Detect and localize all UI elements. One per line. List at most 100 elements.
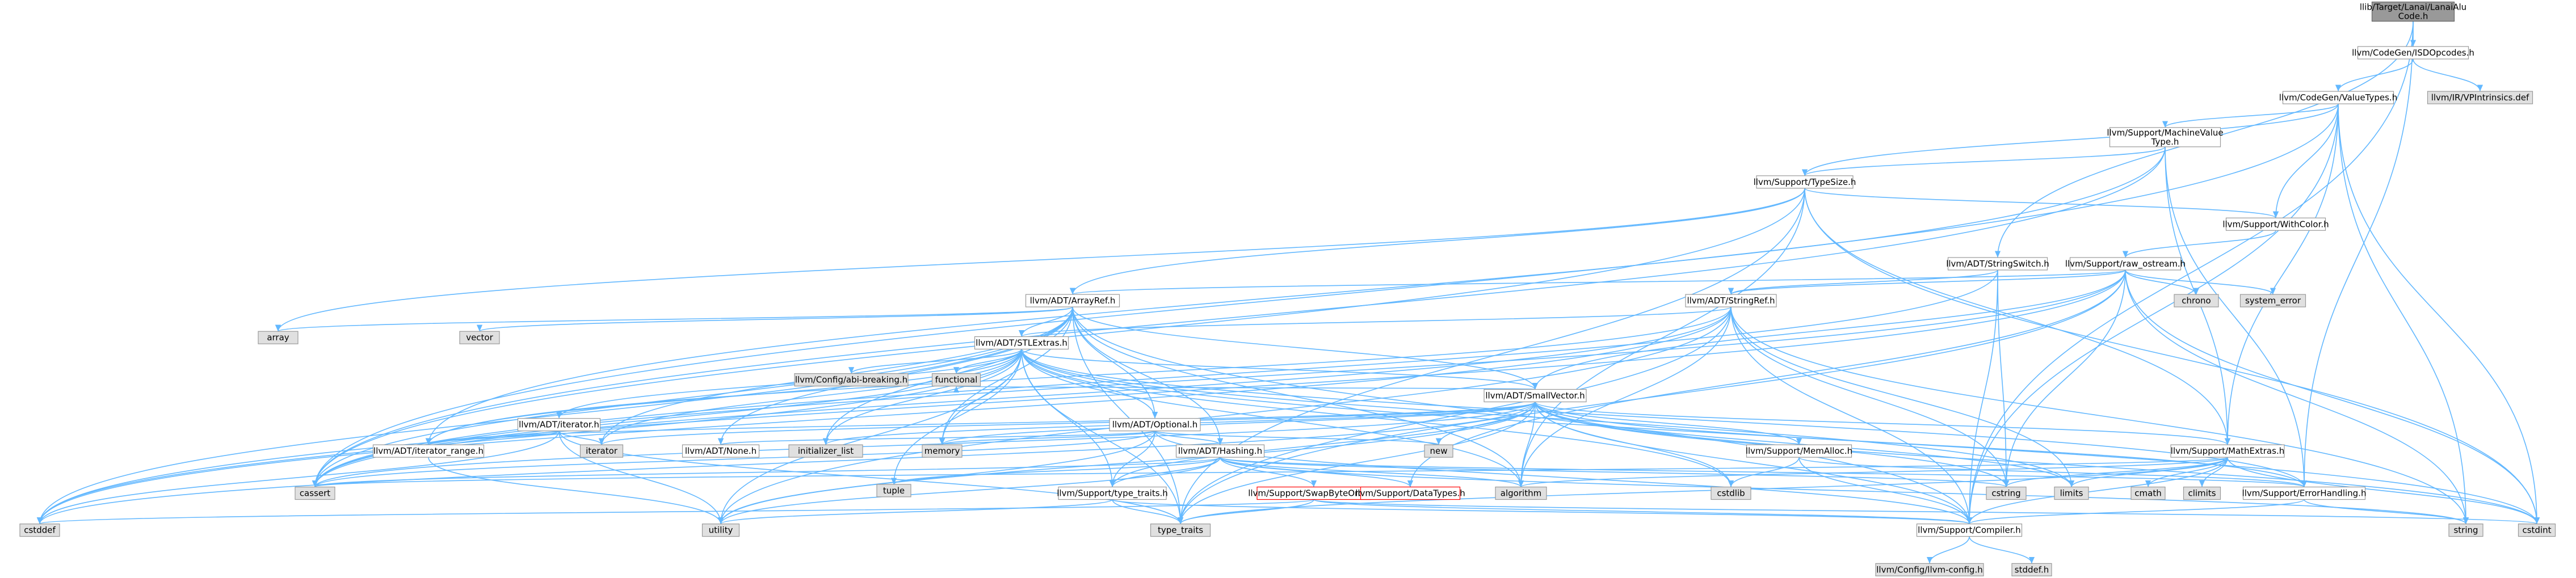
node-label: llvm/ADT/StringSwitch.h — [1946, 259, 2049, 269]
node-iteratorh[interactable]: llvm/ADT/iterator.h — [517, 418, 601, 432]
node-swapbyteorder[interactable]: llvm/Support/SwapByteOrder.h — [1248, 486, 1380, 500]
node-box — [2282, 91, 2394, 104]
node-box — [1685, 294, 1777, 307]
node-stlextras[interactable]: llvm/ADT/STLExtras.h — [974, 336, 1069, 350]
edge-isdopcodes-to-valuetypes — [2335, 58, 2414, 92]
edge-stringswitch-to-cstring — [1997, 269, 2010, 487]
node-raw_ostream[interactable]: llvm/Support/raw_ostream.h — [2065, 257, 2186, 271]
node-box — [2448, 524, 2483, 537]
node-box — [2109, 127, 2221, 147]
node-label: system_error — [2245, 296, 2301, 306]
edge-stlextras-to-iteratorh — [556, 349, 1022, 419]
node-iterator_range[interactable]: llvm/ADT/iterator_range.h — [372, 444, 485, 458]
edge-optional-to-typetraitsllvm — [1109, 431, 1155, 487]
node-label: cstddef — [24, 525, 56, 535]
node-typesize[interactable]: llvm/Support/TypeSize.h — [1754, 175, 1856, 189]
node-vector: vector — [459, 331, 500, 344]
node-label: llvm/CodeGen/ISDOpcodes.h — [2352, 48, 2474, 58]
node-memalloc[interactable]: llvm/Support/MemAlloc.h — [1746, 444, 1852, 458]
node-mathextras[interactable]: llvm/Support/MathExtras.h — [2170, 444, 2285, 458]
edge-mathextras-to-cassert — [313, 457, 2228, 488]
edge-smallvector-to-compiler — [1535, 402, 1973, 524]
node-box — [2427, 91, 2533, 104]
node-label: llvm/Support/MachineValue — [2107, 128, 2223, 138]
edge-stringref-to-string — [1730, 307, 2469, 524]
edge-smallvector-to-typetraitsllvm — [1109, 402, 1536, 487]
node-box — [517, 418, 601, 432]
node-label: llvm/Support/SwapByteOrder.h — [1248, 488, 1380, 499]
node-none[interactable]: llvm/ADT/None.h — [682, 444, 760, 458]
node-label: llvm/ADT/iterator.h — [519, 420, 599, 430]
edge-hashing-to-string — [1220, 457, 2469, 524]
node-box — [1986, 486, 2027, 500]
node-label: llvm/Support/TypeSize.h — [1754, 177, 1856, 187]
node-box — [295, 486, 335, 500]
edge-smallvector-to-limits — [1535, 402, 2074, 487]
edge-raw_ostream-to-type_traits — [1177, 269, 2126, 524]
edge-mathextras-to-cstring — [2003, 457, 2228, 487]
node-withcolor[interactable]: llvm/Support/WithColor.h — [2222, 217, 2329, 231]
node-stringref[interactable]: llvm/ADT/StringRef.h — [1685, 294, 1777, 307]
node-cstddef: cstddef — [19, 524, 60, 537]
node-system_error: system_error — [2239, 294, 2306, 307]
edge-valuetypes-to-mathextras — [2224, 104, 2339, 445]
edge-optional-to-memory — [939, 430, 1155, 445]
node-box — [2069, 257, 2182, 271]
node-stringswitch[interactable]: llvm/ADT/StringSwitch.h — [1946, 257, 2049, 271]
edge-stringref-to-utility — [717, 307, 1732, 524]
edge-mvt-to-cassert — [312, 146, 2166, 487]
edge-arrayref-to-array — [275, 306, 1073, 332]
node-label: functional — [935, 375, 978, 385]
node-box — [1484, 389, 1587, 403]
edge-arrayref-to-cstddef — [36, 307, 1073, 524]
edge-typesize-to-withcolor — [1804, 188, 2279, 218]
edge-mvt-to-errorhandling — [2165, 146, 2308, 487]
node-typetraitsllvm[interactable]: llvm/Support/type_traits.h — [1057, 486, 1168, 500]
node-box — [258, 331, 299, 344]
edge-memalloc-to-cstdlib — [1728, 457, 1800, 487]
node-climits: climits — [2183, 486, 2221, 500]
node-label: llvm/ADT/None.h — [685, 446, 757, 456]
node-cstdint: cstdint — [2518, 524, 2556, 537]
edge-stringref-to-algorithm — [1518, 307, 1732, 487]
node-isdopcodes[interactable]: llvm/CodeGen/ISDOpcodes.h — [2352, 46, 2474, 60]
node-arrayref[interactable]: llvm/ADT/ArrayRef.h — [1025, 294, 1120, 307]
node-datatypes[interactable]: llvm/Support/DataTypes.h — [1355, 486, 1465, 500]
edge-mvt-to-iterator_range — [426, 146, 2166, 445]
edge-raw_ostream-to-cassert — [312, 269, 2126, 487]
edge-stringswitch-to-stringref — [1728, 269, 1998, 295]
edge-swapbyteorder-to-cstddef — [37, 499, 1314, 525]
node-hashing[interactable]: llvm/ADT/Hashing.h — [1175, 444, 1265, 458]
node-label: llvm/Config/llvm-config.h — [1876, 564, 1982, 575]
edge-typetraitsllvm-to-compiler — [1112, 499, 1972, 525]
node-string: string — [2448, 524, 2483, 537]
node-box — [1495, 486, 1547, 500]
node-compiler[interactable]: llvm/Support/Compiler.h — [1916, 524, 2023, 537]
edge-stlextras-to-cassert — [312, 349, 1022, 487]
edge-memalloc-to-errorhandling — [1798, 457, 2307, 488]
edge-stlextras-to-functional — [953, 349, 1022, 374]
node-label: llvm/ADT/StringRef.h — [1687, 296, 1775, 306]
node-box — [2371, 1, 2455, 22]
node-optional[interactable]: llvm/ADT/Optional.h — [1109, 418, 1201, 432]
node-box — [682, 444, 760, 458]
node-box — [2225, 217, 2326, 231]
node-box — [1875, 563, 1984, 577]
node-smallvector[interactable]: llvm/ADT/SmallVector.h — [1484, 389, 1587, 403]
node-valuetypes[interactable]: llvm/CodeGen/ValueTypes.h — [2279, 91, 2397, 104]
edge-smallvector-to-memalloc — [1535, 402, 1802, 445]
edge-valuetypes-to-string — [2338, 104, 2469, 524]
node-box — [876, 484, 911, 497]
edge-hashing-to-cstring — [1220, 457, 2009, 488]
edge-stlextras-to-iterator — [598, 349, 1022, 445]
edge-smallvector-to-mathextras — [1535, 401, 2230, 445]
edge-mathextras-to-type_traits — [1178, 457, 2228, 524]
node-errorhandling[interactable]: llvm/Support/ErrorHandling.h — [2242, 486, 2367, 500]
node-label: cstdint — [2522, 525, 2551, 535]
edge-optional-to-hashing — [1154, 430, 1224, 445]
edge-stringswitch-to-cassert — [312, 269, 1998, 487]
edge-errorhandling-to-string — [2304, 499, 2469, 525]
node-box — [1424, 444, 1453, 458]
